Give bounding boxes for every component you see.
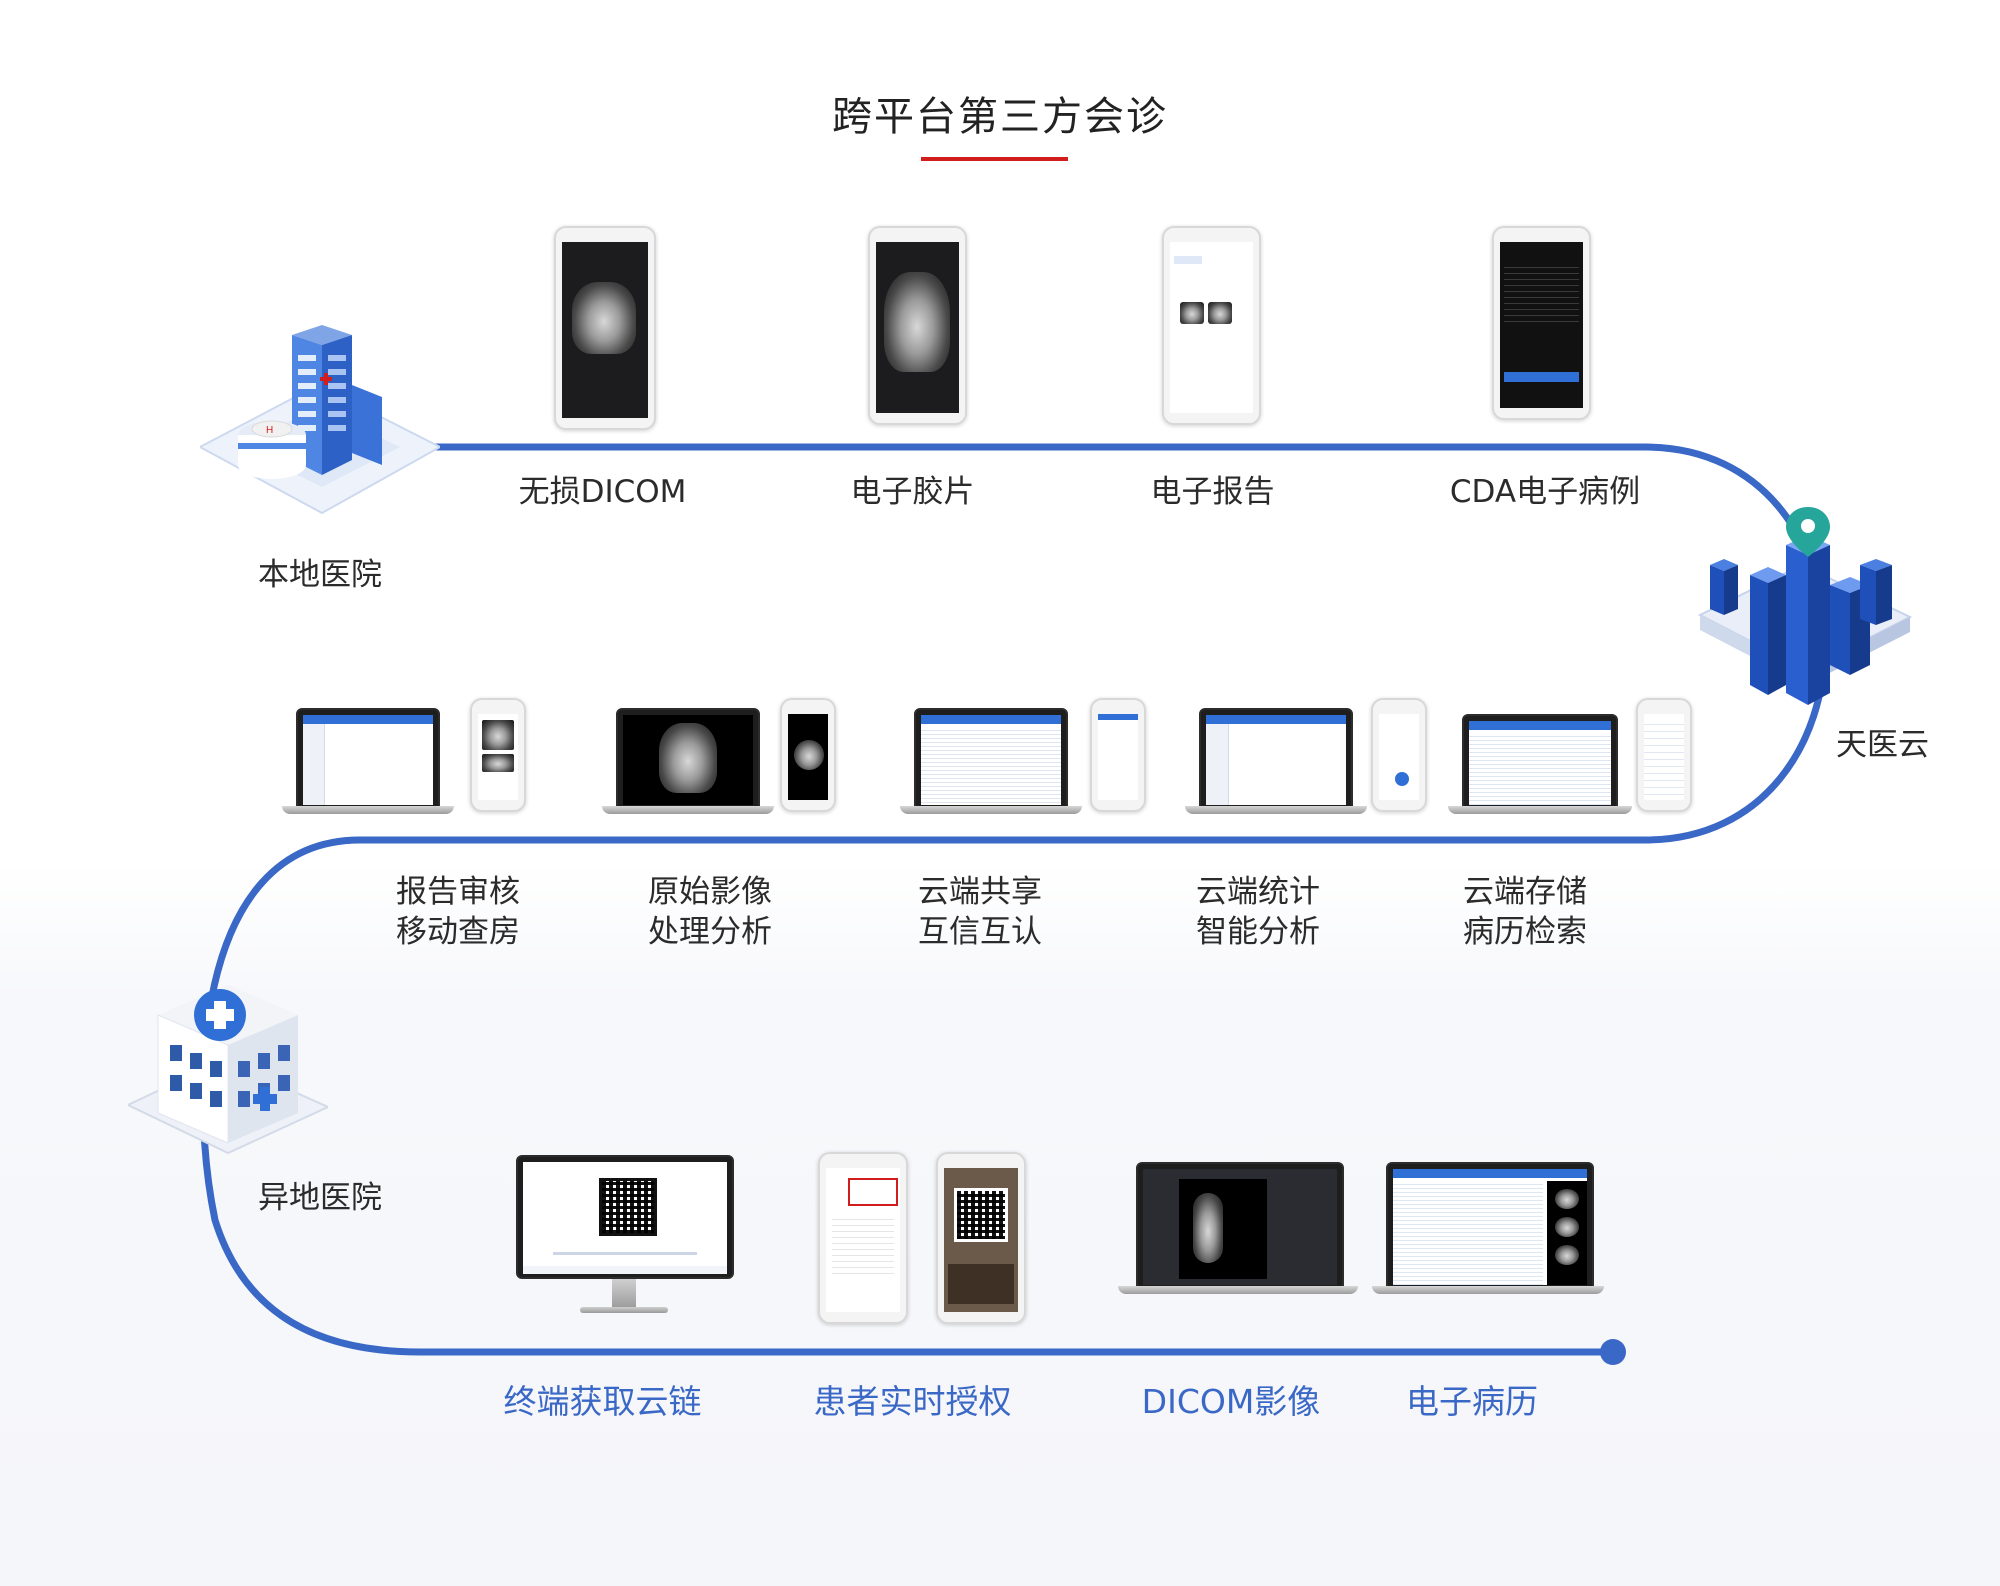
local-hospital-label: 本地医院 — [258, 557, 382, 593]
device-pair-cloud-share — [900, 698, 1150, 818]
row1-label-3: 电子报告 — [1150, 474, 1275, 510]
page-title: 跨平台第三方会诊 — [832, 94, 1168, 140]
row1-label-4: CDA电子病例 — [1449, 474, 1641, 510]
row2-label-4a: 云端统计 — [1196, 874, 1320, 910]
cloud-label: 天医云 — [1836, 727, 1929, 763]
monitor-qr-terminal — [516, 1155, 734, 1330]
device-pair-cloud-storage — [1448, 698, 1698, 818]
row2-label-5a: 云端存储 — [1463, 874, 1587, 910]
hospital-building-icon: H — [197, 325, 443, 530]
laptop-emr — [1372, 1162, 1604, 1297]
row2-label-2b: 处理分析 — [648, 914, 772, 950]
svg-text:H: H — [266, 425, 273, 436]
laptop-dicom-image — [1118, 1162, 1358, 1297]
row2-label-4b: 智能分析 — [1196, 914, 1320, 950]
row3-label-3: DICOM影像 — [1141, 1382, 1321, 1421]
row2-label-3a: 云端共享 — [918, 874, 1042, 910]
title-underline — [921, 157, 1068, 161]
row3-label-1: 终端获取云链 — [503, 1382, 702, 1421]
clinic-building-icon — [125, 975, 331, 1165]
phone-cda — [1492, 226, 1591, 420]
row2-label-2a: 原始影像 — [648, 874, 772, 910]
device-pair-cloud-stats — [1185, 698, 1435, 818]
row1-label-1: 无损DICOM — [518, 474, 687, 510]
device-pair-image-analysis — [602, 698, 842, 818]
phone-dicom — [554, 226, 656, 430]
row2-label-1a: 报告审核 — [396, 874, 520, 910]
flow-end-dot — [1600, 1339, 1626, 1365]
row3-label-2: 患者实时授权 — [813, 1382, 1012, 1421]
row2-label-5b: 病历检索 — [1463, 914, 1587, 950]
phone-film — [868, 226, 967, 425]
phone-report — [1162, 226, 1261, 425]
row2-label-1b: 移动查房 — [396, 914, 520, 950]
cloud-datacenter-icon — [1690, 505, 1920, 720]
remote-hospital-label: 异地医院 — [258, 1180, 382, 1216]
phones-patient-authorization — [818, 1152, 1028, 1324]
row3-label-4: 电子病历 — [1406, 1382, 1538, 1421]
row1-label-2: 电子胶片 — [850, 474, 975, 510]
row2-label-3b: 互信互认 — [918, 914, 1042, 950]
device-pair-report-review — [282, 698, 532, 818]
